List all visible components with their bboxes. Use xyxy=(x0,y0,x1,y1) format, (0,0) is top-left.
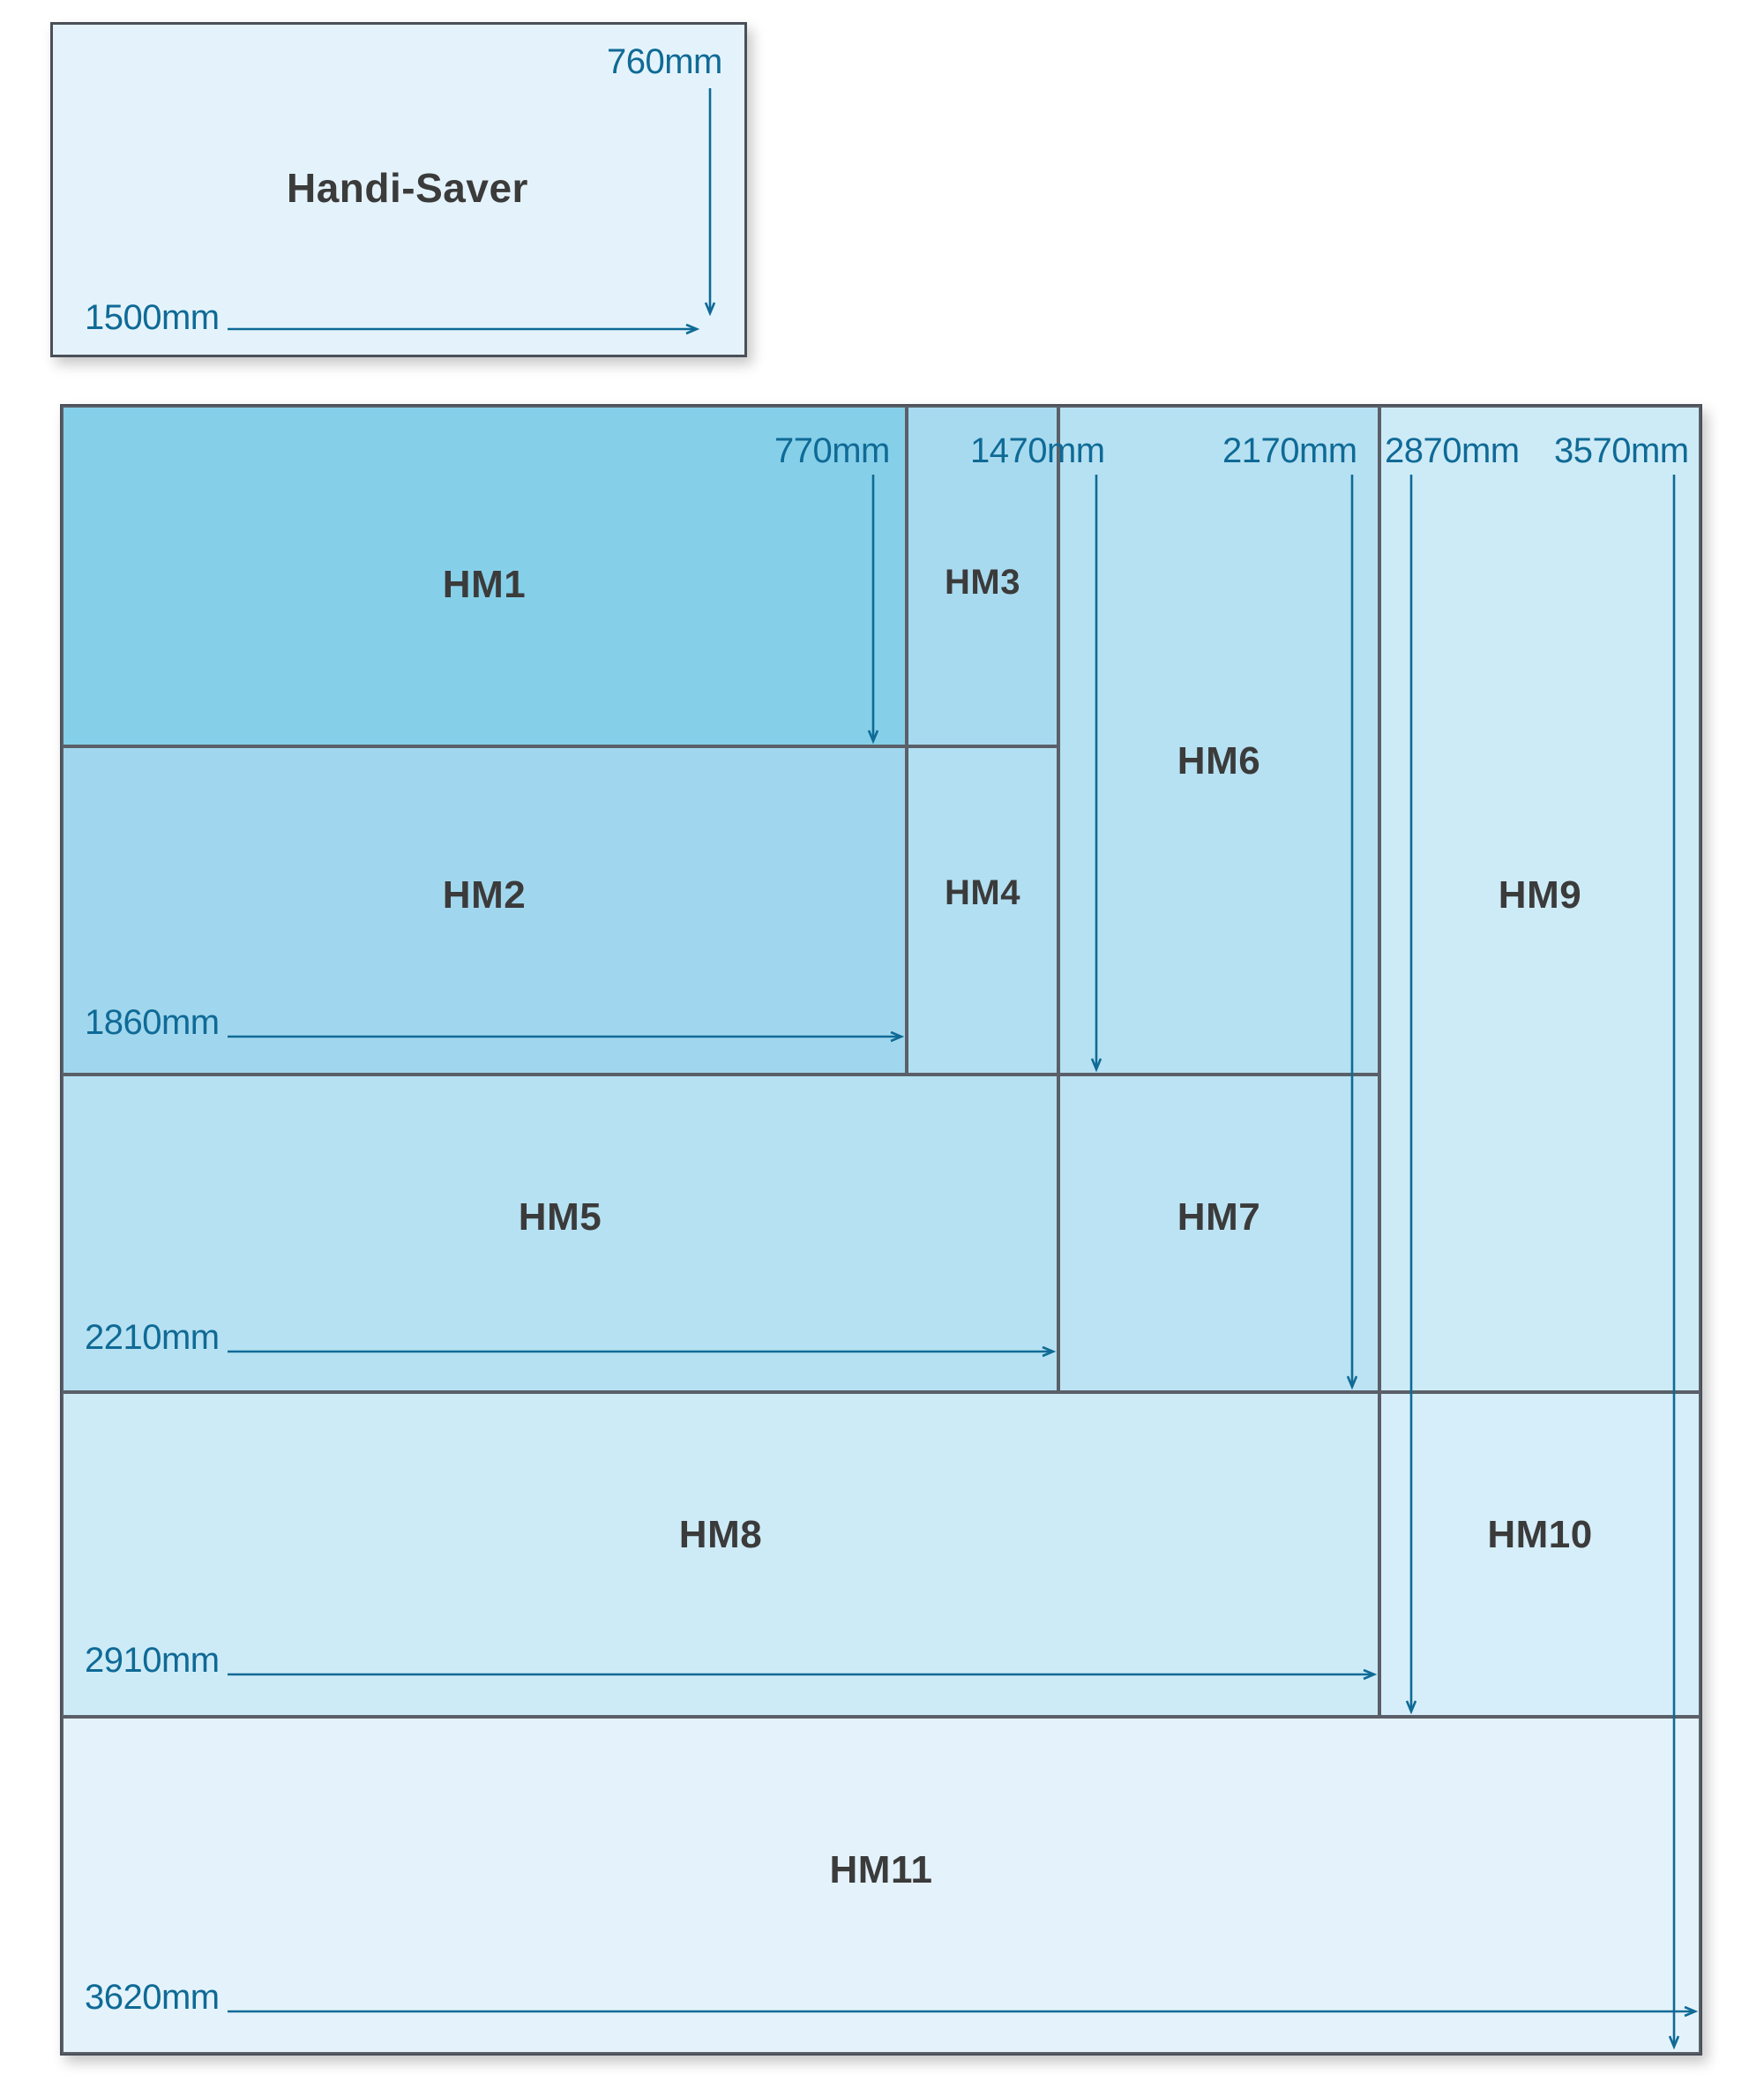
cell-hm1[interactable] xyxy=(62,406,907,746)
cell-label-hm1: HM1 xyxy=(442,563,527,606)
handi-saver-width-dim: 1500mm xyxy=(85,298,220,337)
handi-saver-title: Handi-Saver xyxy=(287,165,528,211)
cell-label-hm10: HM10 xyxy=(1487,1513,1593,1556)
cell-hm6[interactable] xyxy=(1058,406,1379,1075)
width-dim-2910: 2910mm xyxy=(85,1641,220,1680)
cell-label-hm5: HM5 xyxy=(518,1195,602,1239)
cell-label-hm7: HM7 xyxy=(1177,1195,1261,1239)
cell-label-hm8: HM8 xyxy=(678,1513,763,1556)
cell-hm4[interactable] xyxy=(907,746,1058,1075)
cell-label-hm3: HM3 xyxy=(945,563,1020,602)
cell-hm9[interactable] xyxy=(1379,406,1700,1392)
cell-hm7[interactable] xyxy=(1058,1075,1379,1392)
height-dim-2870: 2870mm xyxy=(1385,431,1520,470)
height-dim-770: 770mm xyxy=(774,431,890,470)
height-dim-2170: 2170mm xyxy=(1222,431,1357,470)
cell-label-hm6: HM6 xyxy=(1177,739,1261,783)
width-dim-3620: 3620mm xyxy=(85,1978,220,2017)
cell-hm3[interactable] xyxy=(907,406,1058,746)
cell-label-hm9: HM9 xyxy=(1498,873,1582,917)
cell-hm10[interactable] xyxy=(1379,1392,1700,1717)
cell-hm11[interactable] xyxy=(62,1717,1700,2054)
cell-label-hm4: HM4 xyxy=(945,873,1020,912)
width-dim-1860: 1860mm xyxy=(85,1003,220,1042)
cell-hm8[interactable] xyxy=(62,1392,1379,1717)
handi-saver-panel xyxy=(50,22,747,357)
cell-label-hm11: HM11 xyxy=(829,1848,933,1891)
cell-label-hm2: HM2 xyxy=(442,873,527,917)
height-dim-3570: 3570mm xyxy=(1554,431,1689,470)
height-dim-1470: 1470mm xyxy=(970,431,1105,470)
width-dim-2210: 2210mm xyxy=(85,1318,220,1357)
handi-saver-height-dim: 760mm xyxy=(607,42,722,81)
cell-hm5[interactable] xyxy=(62,1075,1058,1392)
cell-hm2[interactable] xyxy=(62,746,907,1075)
